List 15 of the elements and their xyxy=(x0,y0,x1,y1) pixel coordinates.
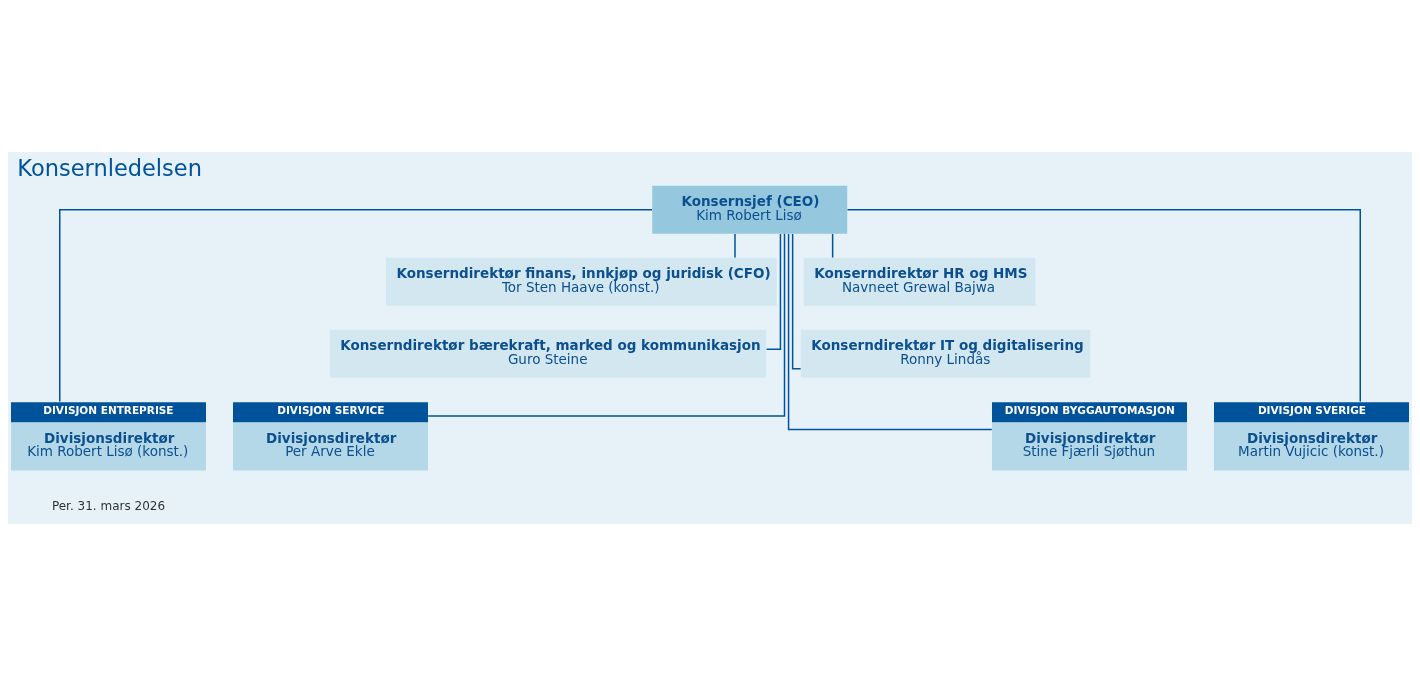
connector xyxy=(59,209,653,403)
connector xyxy=(831,233,834,259)
connector xyxy=(427,233,786,417)
connector xyxy=(846,209,1361,403)
connector xyxy=(791,233,802,370)
node-box: Konsernsjef (CEO) Kim Robert Lisø xyxy=(652,185,848,234)
node-box: Konserndirektør HR og HMS Navneet Grewal Bajwa xyxy=(803,257,1036,306)
connector xyxy=(734,233,736,259)
label: Per. 31. mars 2026 xyxy=(51,499,166,514)
connector xyxy=(765,233,782,350)
node-box: Konserndirektør bærekraft, marked og kommunikasjon Guro Steine xyxy=(329,329,767,378)
node-box: Konserndirektør finans, innkjøp og juridisk (CFO) Tor Sten Haave (konst.) xyxy=(386,257,777,306)
connector xyxy=(787,233,993,431)
node-box: Konserndirektør IT og digitalisering Ronny Lindås xyxy=(800,329,1091,378)
diagram-title: Konsernledelsen xyxy=(17,155,202,181)
